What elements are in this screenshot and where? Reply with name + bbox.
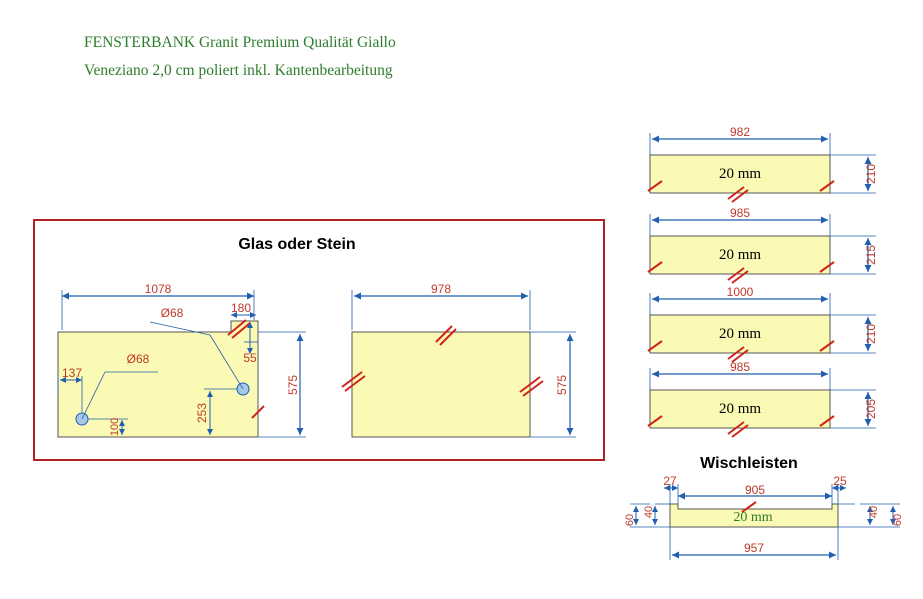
right-panel-height-label: 575 bbox=[555, 375, 569, 395]
right-panel-width-label: 978 bbox=[431, 282, 451, 296]
sill-width-label: 1000 bbox=[727, 285, 754, 299]
sill-panel bbox=[649, 314, 831, 354]
wischleiste-right-step-label: 25 bbox=[833, 474, 847, 488]
document-title-line-2: Veneziano 2,0 cm poliert inkl. Kantenbea… bbox=[84, 62, 393, 79]
sill-4: 985 20 mm 205 bbox=[647, 360, 878, 438]
edge-mark bbox=[647, 415, 663, 427]
sill-thickness-label: 20 mm bbox=[719, 166, 761, 182]
wischleiste-left-inner-height-label: 40 bbox=[643, 506, 655, 518]
edge-mark bbox=[435, 325, 453, 343]
sill-height-label: 210 bbox=[864, 164, 878, 184]
edge-mark bbox=[741, 501, 757, 513]
sill-height-label: 205 bbox=[864, 399, 878, 419]
glass-group-frame bbox=[33, 219, 605, 461]
sill-3: 1000 20 mm 210 bbox=[647, 285, 878, 363]
corner-depth-label: 55 bbox=[243, 351, 257, 365]
edge-mark bbox=[727, 421, 745, 435]
left-panel-height-label: 575 bbox=[286, 375, 300, 395]
wischleiste-thickness: 20 mm bbox=[733, 510, 772, 525]
edge-mark bbox=[727, 267, 745, 281]
right-panel-shape bbox=[351, 331, 531, 438]
sill-width-label: 985 bbox=[730, 206, 750, 220]
edge-mark bbox=[819, 415, 835, 427]
hole-1-offset-bottom-label: 100 bbox=[109, 418, 121, 436]
edge-mark bbox=[439, 328, 457, 346]
edge-mark bbox=[731, 349, 749, 363]
edge-mark bbox=[522, 380, 544, 397]
wischleiste-left-step-label: 27 bbox=[663, 474, 677, 488]
sill-panel bbox=[649, 154, 831, 194]
sill-panel bbox=[649, 235, 831, 275]
sill-width-label: 982 bbox=[730, 125, 750, 139]
document-title-line-1: FENSTERBANK Granit Premium Qualität Gial… bbox=[84, 34, 396, 51]
wischleiste-left-outer-height-label: 60 bbox=[624, 514, 636, 526]
edge-mark bbox=[341, 371, 363, 388]
sill-2: 985 20 mm 215 bbox=[647, 206, 878, 284]
edge-mark bbox=[647, 180, 663, 192]
wischleiste-total-width-label: 957 bbox=[744, 541, 764, 555]
left-panel: 1078 180 55 575 Ø68 137 100 Ø68 2 bbox=[57, 282, 306, 438]
edge-mark bbox=[727, 186, 745, 200]
edge-mark bbox=[344, 375, 366, 392]
hole-1-offset-left-label: 137 bbox=[62, 366, 82, 380]
left-panel-width-label: 1078 bbox=[145, 282, 172, 296]
sill-thickness-label: 20 mm bbox=[719, 326, 761, 342]
edge-mark bbox=[727, 346, 745, 360]
hole-2-offset-bottom-label: 253 bbox=[195, 403, 209, 423]
sill-thickness-label: 20 mm bbox=[719, 247, 761, 263]
edge-mark bbox=[519, 376, 541, 393]
sill-width-label: 985 bbox=[730, 360, 750, 374]
sills-column: 982 20 mm 210 985 20 mm 215 1000 20 mm 210 985 20 … bbox=[647, 125, 878, 438]
edge-mark bbox=[647, 261, 663, 273]
sill-panel bbox=[649, 389, 831, 429]
sill-1: 982 20 mm 210 bbox=[647, 125, 878, 203]
wischleiste-inner-width-label: 905 bbox=[745, 483, 765, 497]
edge-mark bbox=[251, 405, 265, 419]
hole-1-diameter-label: Ø68 bbox=[127, 352, 150, 366]
wischleiste-right-inner-height-label: 40 bbox=[868, 506, 880, 518]
wischleisten-title: Wischleisten bbox=[700, 455, 798, 472]
wischleiste-right-outer-height-label: 60 bbox=[892, 514, 904, 526]
hole-2-diameter-label: Ø68 bbox=[161, 306, 184, 320]
sill-height-label: 210 bbox=[864, 324, 878, 344]
edge-mark bbox=[731, 189, 749, 203]
corner-cut-label: 180 bbox=[231, 301, 251, 315]
edge-mark bbox=[731, 424, 749, 438]
edge-mark bbox=[819, 261, 835, 273]
edge-mark bbox=[819, 340, 835, 352]
edge-mark bbox=[731, 270, 749, 284]
edge-mark bbox=[227, 319, 247, 336]
wischleisten-group: Wischleisten 20 mm 905 27 25 957 40 60 bbox=[624, 455, 904, 560]
sill-thickness-label: 20 mm bbox=[719, 401, 761, 417]
sill-height-label: 215 bbox=[864, 245, 878, 265]
right-panel: 978 575 bbox=[341, 282, 576, 438]
edge-mark bbox=[819, 180, 835, 192]
edge-mark bbox=[647, 340, 663, 352]
glass-group-title: Glas oder Stein bbox=[238, 236, 355, 253]
